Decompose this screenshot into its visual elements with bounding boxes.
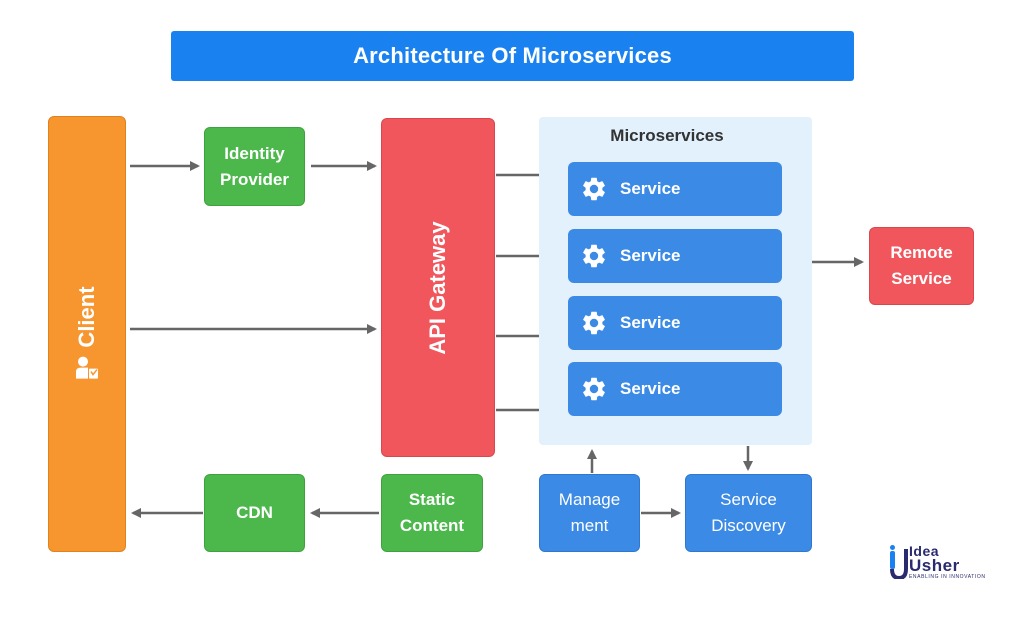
service-box-4: Service xyxy=(568,362,782,416)
remote-service-box: Remote Service xyxy=(869,227,974,305)
service-box-2: Service xyxy=(568,229,782,283)
logo-mark-icon xyxy=(890,545,908,579)
microservices-title: Microservices xyxy=(610,126,724,145)
service-label: Service xyxy=(620,179,681,198)
identity-provider-line1: Identity xyxy=(224,143,285,163)
gear-icon xyxy=(580,309,608,337)
diagram-title: Architecture Of Microservices xyxy=(171,31,854,81)
remote-service-line1: Remote xyxy=(890,243,953,262)
service-discovery-line2: Discovery xyxy=(711,516,786,535)
gear-icon xyxy=(580,375,608,403)
static-content-line2: Content xyxy=(399,516,465,535)
cdn-label: CDN xyxy=(236,503,273,522)
gear-icon xyxy=(580,242,608,270)
api-gateway-box: API Gateway xyxy=(381,118,495,457)
identity-provider-box: Identity Provider xyxy=(204,127,305,206)
user-icon xyxy=(76,356,98,386)
logo-tagline: ENABLING IN INNOVATION xyxy=(909,574,986,580)
service-label: Service xyxy=(620,313,681,332)
management-box: Manage ment xyxy=(539,474,640,552)
static-content-box: Static Content xyxy=(381,474,483,552)
logo-line2: Usher xyxy=(909,556,960,575)
identity-provider-line2: Provider xyxy=(220,169,289,189)
management-line2: ment xyxy=(570,516,609,535)
idea-usher-logo: Idea Usher ENABLING IN INNOVATION xyxy=(890,543,986,583)
service-label: Service xyxy=(620,379,681,398)
cdn-box: CDN xyxy=(204,474,305,552)
service-discovery-line1: Service xyxy=(720,490,777,509)
service-box-3: Service xyxy=(568,296,782,350)
client-label: Client xyxy=(74,286,99,348)
gear-icon xyxy=(580,175,608,203)
management-line1: Manage xyxy=(558,490,621,509)
service-discovery-box: Service Discovery xyxy=(685,474,812,552)
api-gateway-label: API Gateway xyxy=(425,220,450,355)
static-content-line1: Static xyxy=(408,490,456,509)
remote-service-line2: Service xyxy=(891,269,952,288)
service-label: Service xyxy=(620,246,681,265)
logo-line1: Idea xyxy=(909,543,940,559)
client-box: Client xyxy=(48,116,126,552)
service-box-1: Service xyxy=(568,162,782,216)
